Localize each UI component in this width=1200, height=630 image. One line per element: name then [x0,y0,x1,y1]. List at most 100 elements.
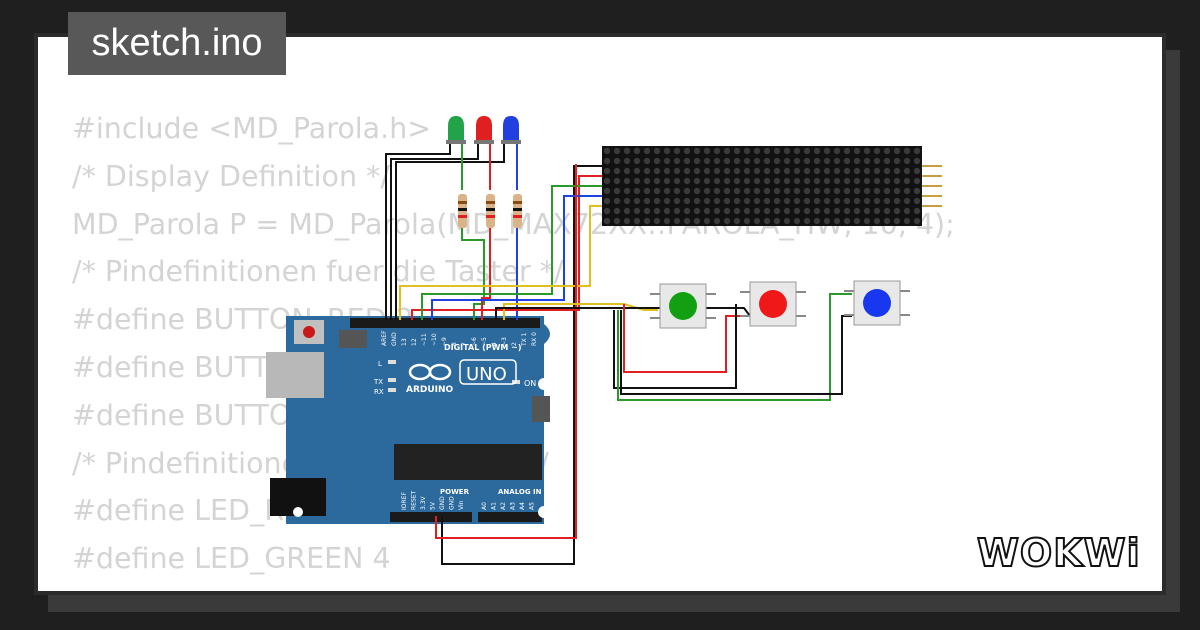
matrix-dot [743,157,751,165]
code-line: #define LED_BLUE 3 [72,583,955,591]
digital-header [350,318,540,328]
matrix-dot [883,177,891,185]
matrix-pins [922,165,942,207]
matrix-body [602,146,922,226]
matrix-dot [723,147,731,155]
usb-port [266,352,324,398]
matrix-dot [653,217,661,225]
title-tab[interactable]: sketch.ino [68,12,286,75]
matrix-dot [713,157,721,165]
resistors [458,194,522,228]
led-red[interactable] [474,116,494,144]
pin-label: A2 [500,502,507,510]
matrix-dot [893,167,901,175]
matrix-dot [653,197,661,205]
matrix-dot [693,177,701,185]
pin-label: Vin [458,500,465,510]
matrix-dot [683,207,691,215]
matrix-dot [603,147,611,155]
resistor-2 [486,194,495,228]
matrix-dot [873,157,881,165]
analog-label: ANALOG IN [498,488,542,496]
matrix-dot [623,187,631,195]
matrix-dot [733,197,741,205]
pin-label: A3 [510,502,517,510]
matrix-dot [713,177,721,185]
matrix-dot [693,217,701,225]
push-button-green[interactable] [650,283,716,329]
matrix-dot [853,157,861,165]
matrix-dot [803,207,811,215]
matrix-dot [733,217,741,225]
matrix-dot [853,217,861,225]
matrix-dot [863,167,871,175]
on-label: ON [524,379,536,388]
matrix-dot [723,177,731,185]
matrix-dot [883,187,891,195]
matrix-dot [723,187,731,195]
matrix-dot [793,167,801,175]
matrix-dot [763,167,771,175]
matrix-dot [633,217,641,225]
matrix-dot [823,217,831,225]
matrix-dot [843,167,851,175]
matrix-dot [693,167,701,175]
led-matrix-display[interactable] [602,146,942,226]
matrix-dot [713,167,721,175]
matrix-dot [813,167,821,175]
leds [446,116,521,144]
matrix-dot [793,217,801,225]
matrix-dot [883,217,891,225]
matrix-dot [703,157,711,165]
matrix-dot [633,147,641,155]
project-card[interactable]: #include <MD_Parola.h>/* Display Definit… [34,33,1166,595]
matrix-dot [753,147,761,155]
matrix-dot [883,147,891,155]
matrix-dot [743,207,751,215]
matrix-dot [863,207,871,215]
matrix-dot [603,157,611,165]
matrix-dot [773,207,781,215]
matrix-dot [813,157,821,165]
matrix-dot [783,217,791,225]
matrix-dot [833,177,841,185]
matrix-dot [913,197,921,205]
matrix-dot [653,187,661,195]
matrix-dot [853,147,861,155]
matrix-dot [623,217,631,225]
matrix-dot [773,157,781,165]
wires [385,144,852,565]
push-button-blue[interactable] [844,280,910,326]
pin-label: ~10 [431,333,438,346]
matrix-dot [633,167,641,175]
led-green[interactable] [446,116,466,144]
matrix-dot [653,207,661,215]
pin-label: A1 [491,502,498,510]
arduino-uno-board[interactable]: DIGITAL (PWM ~) ARDUINO UNO ON L TX RX P… [266,316,550,524]
matrix-dot [623,147,631,155]
matrix-dot [763,157,771,165]
matrix-dot [903,167,911,175]
matrix-dot [713,207,721,215]
digital-label: DIGITAL (PWM ~) [444,343,522,352]
matrix-dot [733,167,741,175]
led-blue[interactable] [501,116,521,144]
push-buttons [650,280,910,329]
matrix-dot [713,187,721,195]
push-button-red[interactable] [740,281,806,327]
matrix-dot [813,197,821,205]
pin-label: 5V [430,501,437,510]
matrix-dot [753,207,761,215]
matrix-dot [703,197,711,205]
matrix-dot [723,157,731,165]
matrix-dot [823,207,831,215]
matrix-dot [793,157,801,165]
pin-label: RX 0 [531,332,538,346]
pin-label: A5 [529,502,536,510]
matrix-dot [633,207,641,215]
resistor-1 [458,194,467,228]
wokwi-logo[interactable]: WOKWi [975,528,1155,578]
matrix-dot [833,207,841,215]
